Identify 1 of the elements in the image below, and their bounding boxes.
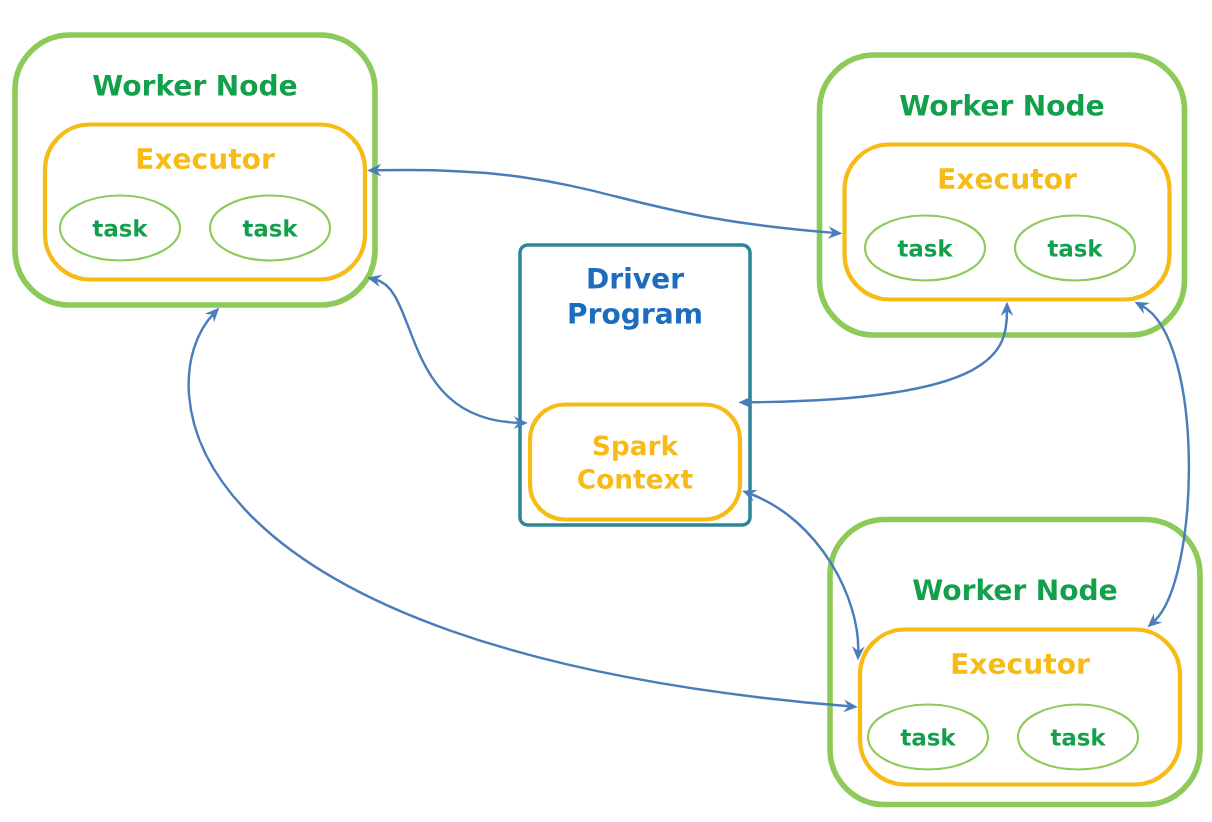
spark-context-box: Spark Context: [527, 402, 743, 522]
